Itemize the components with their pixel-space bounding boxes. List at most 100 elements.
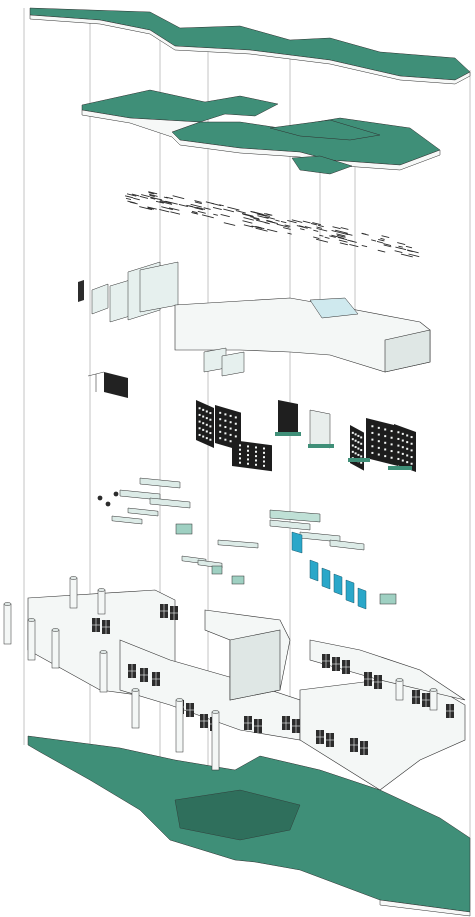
screen-hole — [234, 416, 237, 419]
furniture-piece — [269, 519, 311, 531]
ceiling-strip — [220, 214, 230, 218]
ceiling-strip — [250, 216, 260, 220]
screen-hole — [239, 453, 241, 456]
ceiling-strip — [319, 234, 324, 237]
ceiling-strip — [376, 241, 384, 244]
screen-hole — [202, 435, 205, 438]
screen-hole — [205, 430, 208, 433]
ceiling-strip — [227, 206, 240, 211]
roof-slab — [29, 7, 471, 85]
ceiling-strip — [264, 213, 272, 216]
partition-panel — [109, 279, 131, 323]
ground-slab-inner — [174, 789, 301, 841]
ceiling-strip — [150, 196, 159, 200]
ceiling-strip — [194, 200, 202, 203]
screen-hole — [384, 448, 387, 451]
ceiling-strip — [191, 211, 199, 215]
screen-hole — [263, 460, 265, 463]
ceiling-strip — [405, 245, 413, 249]
screen-hole — [255, 455, 257, 458]
screen-hole — [377, 440, 380, 443]
ceiling-strip — [313, 229, 319, 232]
column — [27, 618, 36, 661]
window — [364, 672, 372, 686]
ceiling-strip — [170, 211, 181, 215]
partition-panel — [221, 351, 245, 377]
window — [254, 719, 262, 733]
screen-hole — [247, 454, 249, 457]
column — [395, 678, 404, 701]
chair — [105, 501, 111, 507]
column — [429, 688, 438, 711]
screen-hole — [397, 444, 400, 447]
screen-hole — [406, 454, 409, 457]
column — [99, 650, 108, 693]
screen-hole — [390, 436, 393, 439]
screen-hole — [377, 426, 380, 429]
ceiling-strip — [395, 246, 401, 249]
window — [292, 719, 300, 733]
screen-hole — [397, 457, 400, 460]
window — [326, 733, 334, 747]
ceiling-strip — [316, 226, 323, 229]
ceiling-strip — [331, 230, 336, 232]
screen-hole — [202, 415, 205, 418]
ceiling-strip — [302, 220, 311, 224]
screen-hole — [360, 455, 363, 458]
ceiling-strip — [125, 197, 132, 201]
screen-hole — [255, 446, 257, 449]
screen-hole — [198, 420, 201, 423]
screen-hole — [401, 432, 404, 435]
ceiling-strip — [172, 195, 185, 200]
upper-floor-slab — [81, 89, 441, 175]
screen-hole — [354, 452, 357, 455]
screen-hole — [371, 431, 374, 434]
ceiling-strip — [340, 227, 349, 230]
columns — [3, 576, 438, 771]
screen-hole — [229, 427, 232, 430]
ceiling-strip — [337, 236, 348, 241]
ceiling-strip — [336, 233, 346, 237]
ceiling-strip — [377, 249, 386, 253]
screen-hole — [234, 435, 237, 438]
screen-hole — [247, 462, 249, 465]
ceiling-strip — [188, 205, 194, 208]
ceiling-strip — [256, 226, 262, 229]
screen-hole — [219, 424, 222, 427]
partition-panels — [78, 261, 431, 377]
ceiling-strip — [287, 220, 297, 224]
furniture-piece — [329, 539, 365, 551]
ceiling-strip — [242, 213, 255, 218]
window — [200, 714, 208, 728]
screen-hole — [401, 446, 404, 449]
screen-hole — [209, 418, 212, 421]
perforated-screen — [366, 418, 398, 466]
window — [128, 664, 136, 678]
screen-hole — [263, 464, 265, 467]
perforated-screen — [196, 400, 214, 448]
ceiling-strip — [398, 245, 403, 248]
partition-panel — [91, 283, 109, 315]
furniture-piece — [139, 477, 181, 489]
ceiling-strip — [394, 250, 403, 254]
ceiling-strip — [257, 215, 269, 219]
storage-box — [211, 565, 223, 575]
screen-hole — [229, 440, 232, 443]
partition-wall-side — [384, 329, 431, 373]
screen-hole — [224, 432, 227, 435]
window — [342, 660, 350, 674]
furniture-piece — [217, 539, 259, 549]
chair — [97, 495, 103, 501]
ceiling-strip — [159, 208, 170, 213]
ceiling-strip — [310, 222, 318, 226]
ceiling-strip — [243, 217, 254, 221]
ceiling-strip — [205, 201, 215, 205]
screen-hole — [263, 447, 265, 450]
window — [360, 741, 368, 755]
partition-panel — [139, 261, 179, 313]
screen-hole — [377, 453, 380, 456]
ceiling-strip — [380, 237, 385, 240]
window — [92, 618, 100, 632]
ceiling-strip — [212, 206, 222, 211]
